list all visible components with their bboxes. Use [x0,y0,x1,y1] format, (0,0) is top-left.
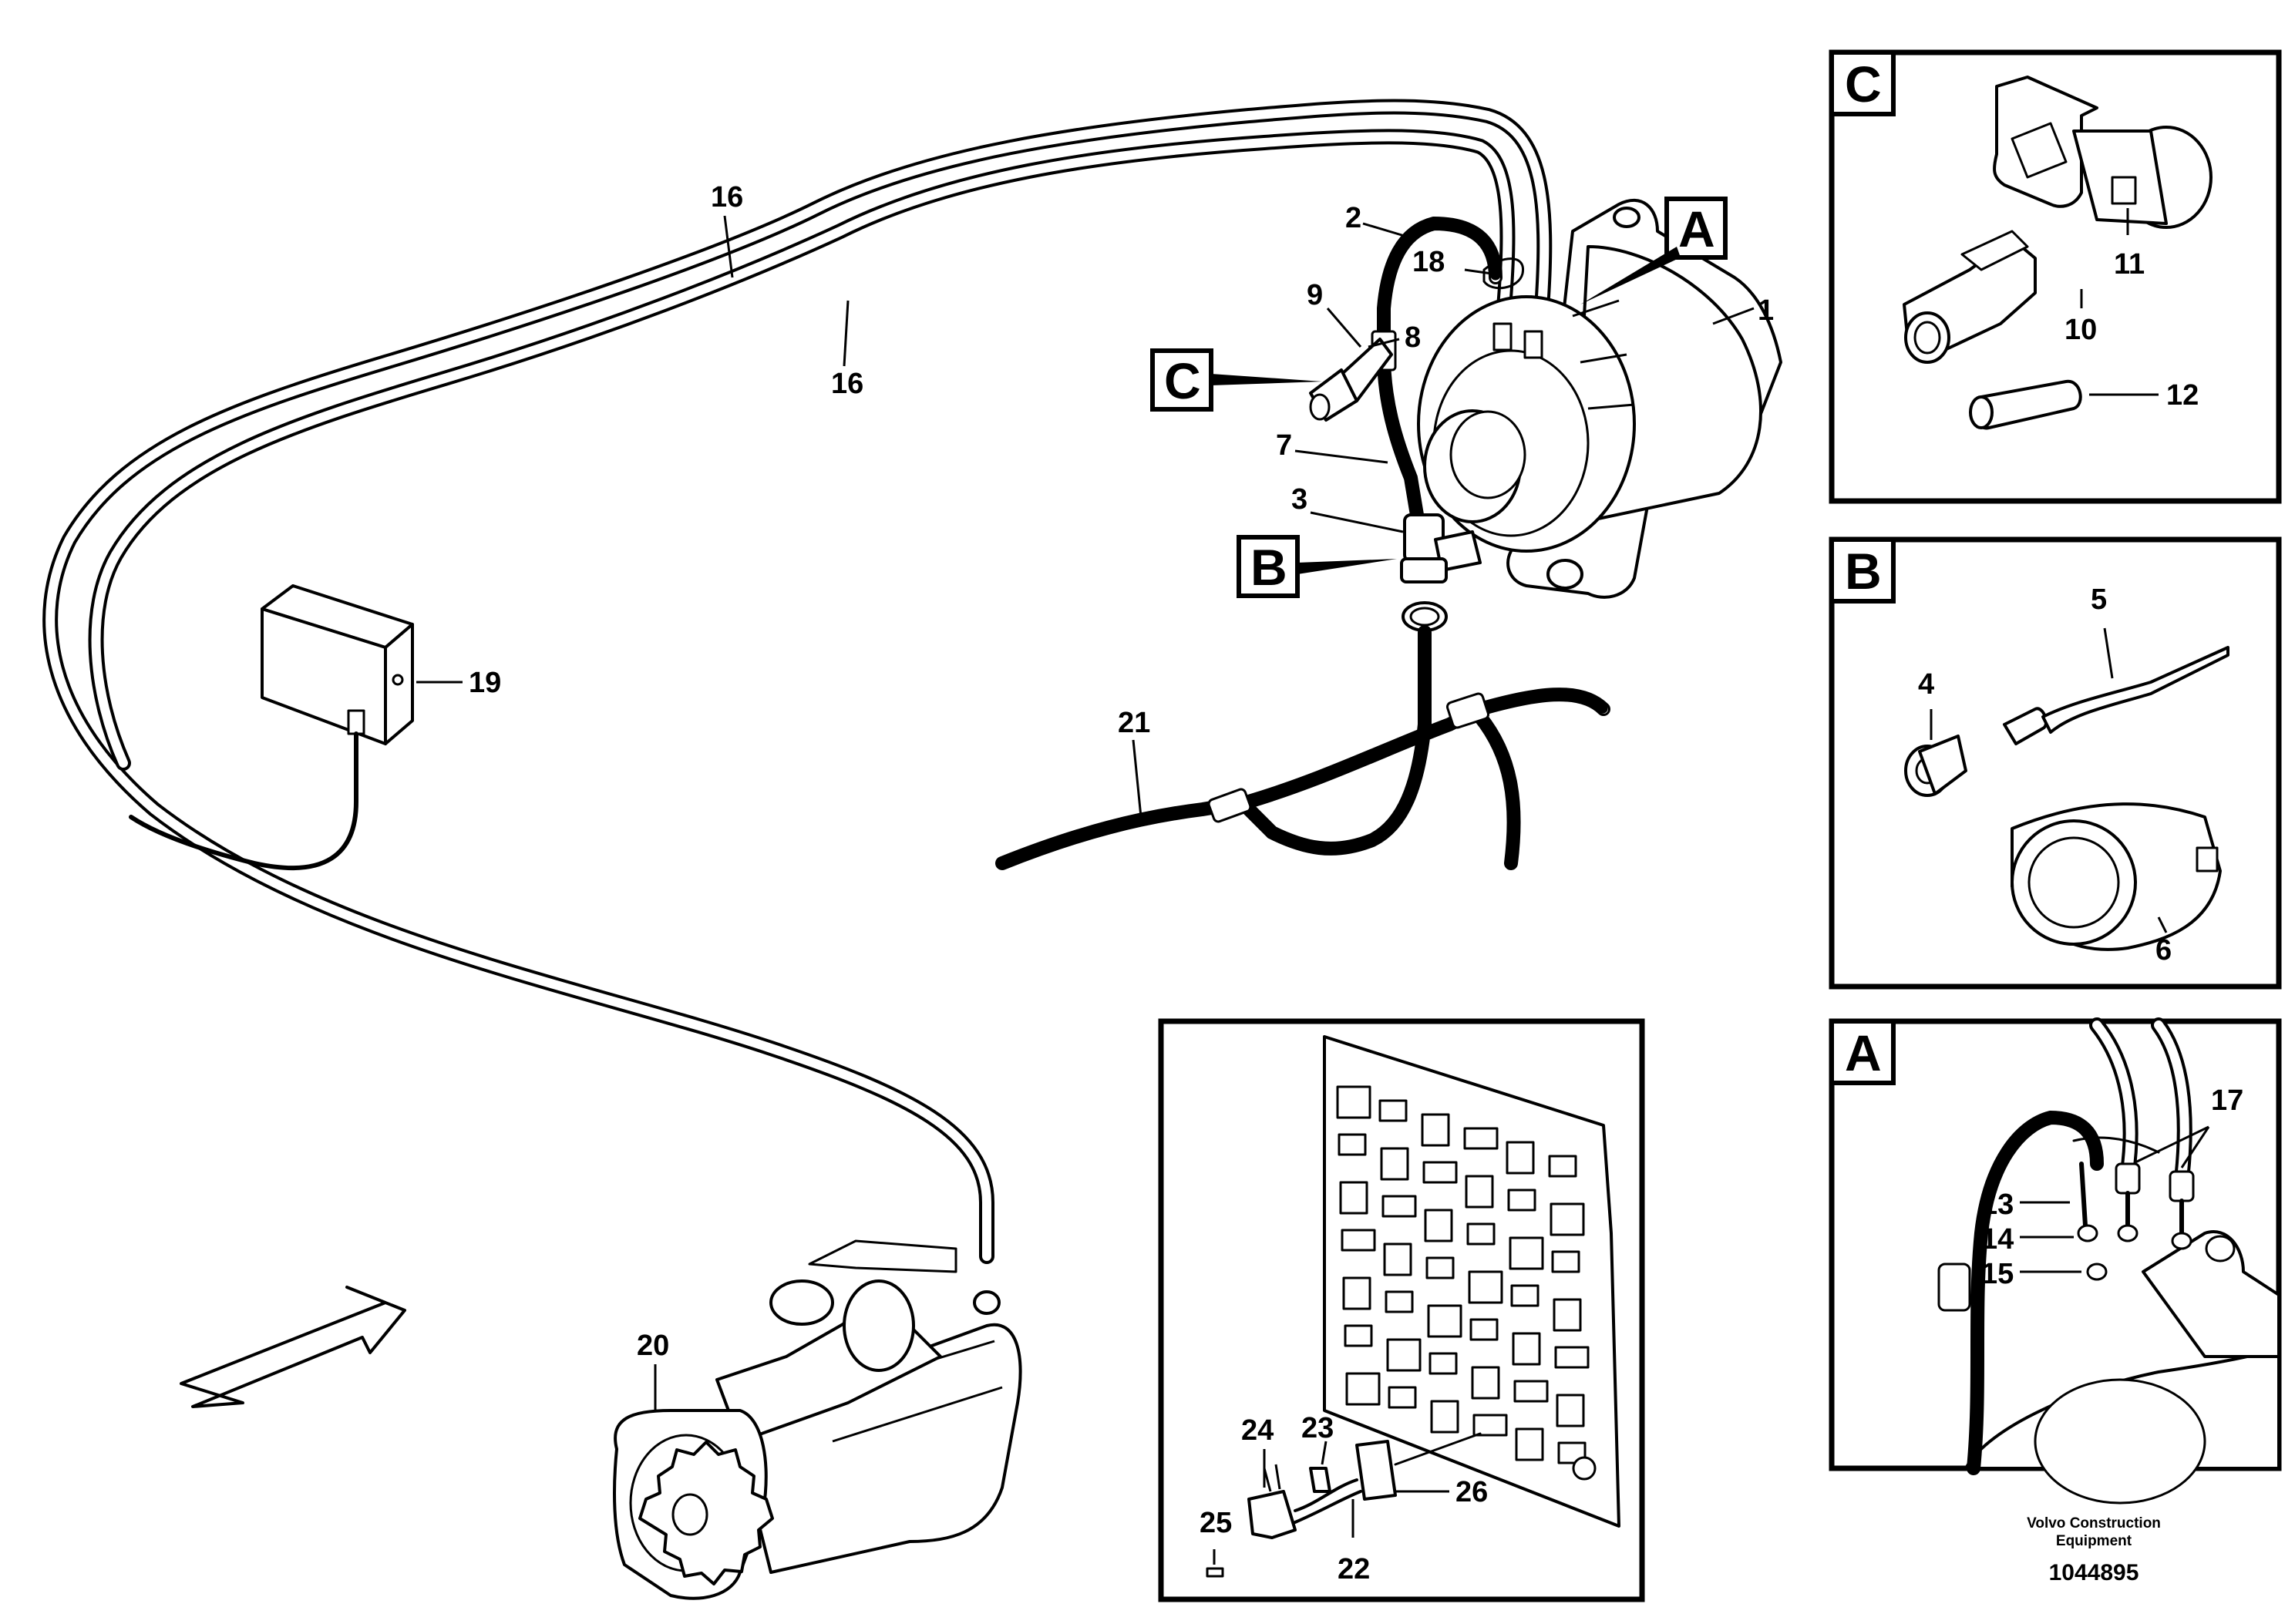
relay [1509,1236,1544,1270]
detail-c-letter: C [1845,55,1882,113]
relay [1556,1394,1585,1427]
relay [1386,1338,1422,1372]
relay [1551,1250,1580,1273]
label-16b: 16 [831,368,863,400]
label-11: 11 [2114,248,2145,281]
relay [1430,1400,1459,1434]
main-harness-21 [995,625,1610,870]
label-3: 3 [1291,483,1307,516]
relay [1554,1346,1590,1369]
relay [1550,1202,1585,1236]
harness-7 [1309,216,1524,531]
relay [1468,1270,1503,1304]
connector-3 [1400,513,1482,632]
callout-a-letter: A [1678,200,1715,257]
label-12: 12 [2166,379,2199,412]
relay [1463,1127,1499,1150]
battery-cables-16 [42,99,1553,1315]
callout-a [1580,197,1728,304]
starter-motor-20 [613,1239,1022,1600]
relay [1425,1256,1455,1279]
label-9: 9 [1307,279,1323,311]
relay [1469,1318,1499,1341]
document-number: 1044895 [2049,1560,2139,1585]
manufacturer-line-2: Equipment [2056,1533,2132,1549]
detail-b-letter: B [1845,543,1882,600]
relay [1424,1209,1453,1242]
detail-a-letter: A [1845,1024,1882,1081]
relay [1339,1181,1368,1215]
label-5: 5 [2091,583,2107,616]
label-10: 10 [2064,314,2097,346]
machine-front-arrow [180,1286,406,1408]
relay [1341,1229,1376,1252]
label-2: 2 [1345,202,1361,234]
relay [1510,1284,1540,1307]
relay [1345,1372,1381,1406]
relay [1378,1099,1408,1122]
label-16a: 16 [711,181,743,214]
main-leaders [416,215,1755,1410]
relay [1380,1147,1409,1181]
relay [1381,1195,1417,1218]
label-20: 20 [637,1330,669,1362]
label-7: 7 [1276,429,1292,462]
relay [1512,1332,1541,1366]
label-26: 26 [1455,1476,1488,1508]
relay-grid [1336,1085,1590,1464]
callout-b [1237,535,1397,598]
relay [1338,1133,1367,1156]
relay [1383,1242,1412,1276]
relay [1553,1298,1582,1332]
label-23: 23 [1301,1412,1334,1444]
relay [1421,1113,1450,1147]
label-13: 13 [1981,1189,2014,1221]
label-15: 15 [1981,1258,2014,1290]
relay [1385,1290,1414,1313]
callout-b-letter: B [1250,539,1287,596]
relay [1548,1155,1577,1178]
label-14: 14 [1981,1223,2014,1256]
label-21: 21 [1118,707,1150,739]
callout-c [1150,348,1322,412]
relay [1506,1141,1535,1175]
label-17: 17 [2211,1084,2243,1117]
relay [1507,1189,1536,1212]
relay [1344,1324,1373,1347]
relay [1472,1414,1508,1437]
relay [1513,1380,1549,1403]
label-22: 22 [1338,1553,1370,1585]
relay [1465,1175,1494,1209]
relay [1427,1304,1462,1338]
part-number-labels: 1 2 3 4 5 6 7 8 9 10 11 12 13 14 15 16 1… [469,181,2243,1585]
callout-letters: A C B C B A [1164,55,1882,1081]
relay [1336,1085,1371,1119]
label-19: 19 [469,667,501,699]
manufacturer-line-1: Volvo Construction [2027,1515,2161,1532]
relay [1428,1352,1458,1375]
alternator-1 [1417,199,1782,599]
label-4: 4 [1918,668,1934,701]
relay [1466,1222,1496,1246]
detail-a-box [1829,1017,2282,1505]
label-6: 6 [2155,934,2172,967]
relay [1515,1427,1544,1461]
electronic-unit-19 [129,584,414,871]
detail-c-box [1829,49,2282,504]
label-25: 25 [1200,1507,1232,1539]
relay [1388,1386,1417,1409]
label-18: 18 [1412,246,1445,278]
label-24: 24 [1241,1414,1274,1447]
label-1: 1 [1758,294,1774,327]
relay [1471,1366,1500,1400]
relay [1422,1161,1458,1184]
detail-b-box [1829,536,2282,990]
label-8: 8 [1405,321,1421,354]
relay-board-box [1158,1018,1645,1602]
footer: Volvo Construction Equipment 1044895 [2027,1515,2161,1585]
callout-c-letter: C [1164,352,1201,409]
relay [1342,1276,1371,1310]
